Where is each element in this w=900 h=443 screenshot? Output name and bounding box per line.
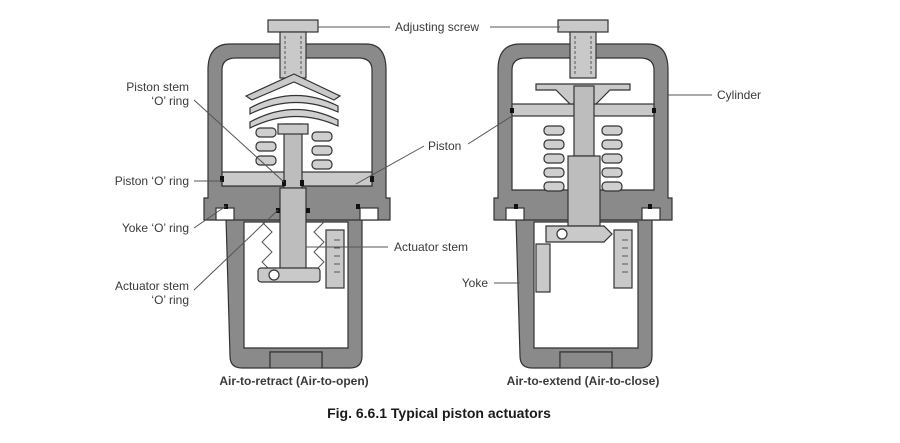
left-travel-indicator [325,229,345,289]
right-adjusting-screw [557,19,609,79]
label-piston-stem-o-ring-line2: ‘O’ ring [151,94,189,108]
right-o-rings [510,108,656,209]
right-actuator [493,19,673,369]
right-stem-connector [545,225,613,243]
caption-right: Air-to-extend (Air-to-close) [507,374,660,388]
left-spring-seat [244,73,342,101]
left-adjusting-screw [267,19,319,79]
label-actuator-stem-o-ring-line1: Actuator stem [115,279,189,293]
label-actuator-stem: Actuator stem [394,240,468,254]
label-yoke-o-ring: Yoke ‘O’ ring [122,221,189,235]
label-piston-stem-o-ring-line1: Piston stem [126,80,189,94]
leader-lines [193,26,712,291]
figure-title: Fig. 6.6.1 Typical piston actuators [327,405,551,421]
label-cylinder: Cylinder [717,88,761,102]
right-spring [543,125,623,192]
left-stem-connector [257,267,321,283]
left-actuator-stem [279,187,307,279]
right-piston-stem [573,85,595,157]
right-actuator-stem [567,155,601,227]
label-piston: Piston [428,139,461,153]
right-travel-indicator [613,229,633,289]
left-spring [249,94,339,170]
label-piston-o-ring: Piston ‘O’ ring [115,174,189,188]
label-yoke: Yoke [462,276,489,290]
label-actuator-stem-o-ring-line2: ‘O’ ring [151,293,189,307]
label-adjusting-screw: Adjusting screw [395,20,479,34]
caption-left: Air-to-retract (Air-to-open) [219,374,368,388]
callout-labels: Adjusting screw Cylinder Piston stem ‘O’… [115,20,761,307]
right-guide-bar [535,243,551,293]
left-actuator [203,19,391,369]
